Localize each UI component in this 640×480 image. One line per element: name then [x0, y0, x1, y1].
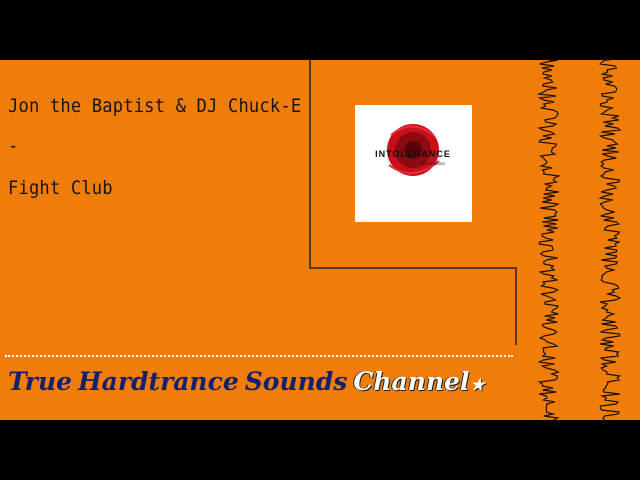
banner-word-true: True: [8, 367, 73, 396]
logo-subtext: RECORDINGS: [421, 162, 445, 166]
waveform-icon: [537, 60, 561, 420]
dotted-divider: [5, 355, 513, 357]
title-separator: -: [8, 135, 19, 157]
frame-lines: [309, 60, 517, 345]
track-title: Fight Club: [8, 177, 113, 199]
waveform-icon: [598, 60, 622, 420]
artist-name: Jon the Baptist & DJ Chuck-E: [8, 95, 302, 117]
banner-word-channel: Channel: [353, 367, 470, 396]
logo-text: INTOLERANCE: [375, 149, 451, 159]
label-logo: INTOLERANCE RECORDINGS: [375, 124, 451, 176]
main-panel: Jon the Baptist & DJ Chuck-E - Fight Clu…: [0, 60, 640, 420]
banner-word-hardtrance: Hardtrance: [78, 367, 239, 396]
star-icon: ★: [470, 375, 485, 394]
album-cover: INTOLERANCE RECORDINGS: [355, 105, 472, 222]
banner-word-sounds: Sounds: [244, 367, 348, 396]
